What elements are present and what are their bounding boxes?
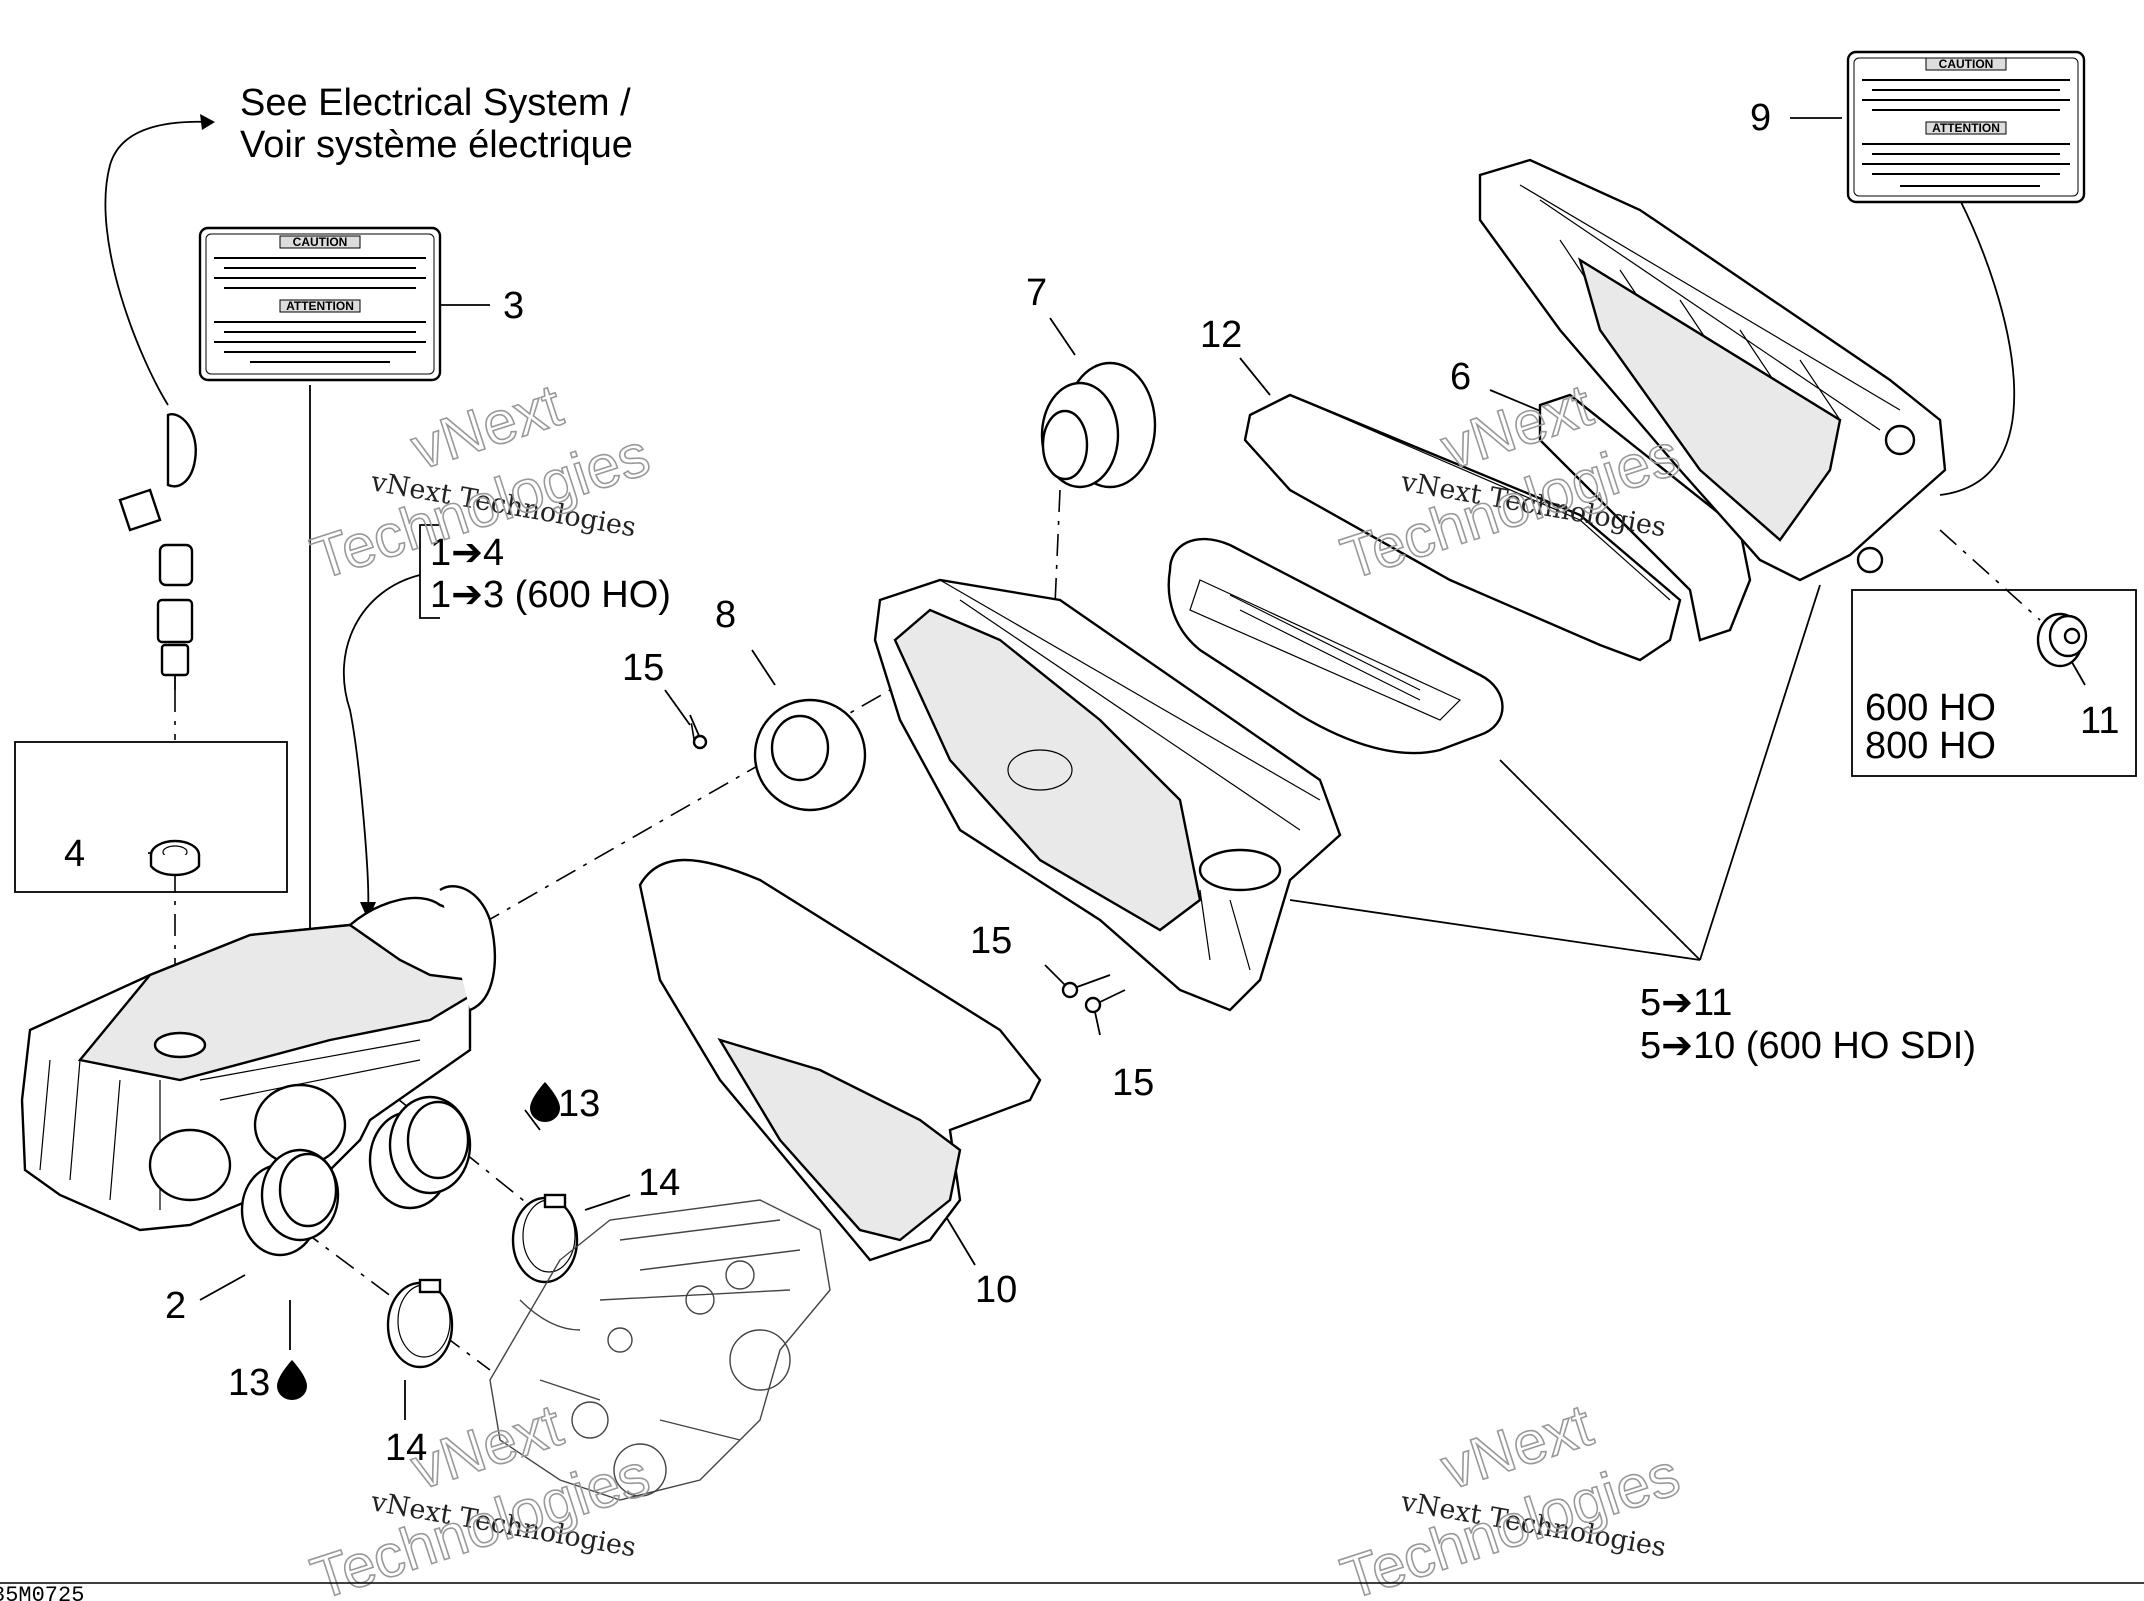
air-box-upper-housing <box>1478 158 1947 582</box>
callout-14-upper: 14 <box>638 1162 680 1204</box>
figure-code: 35M0725 <box>0 1583 84 1601</box>
electrical-note-line2: Voir système électrique <box>240 124 633 166</box>
caution-decal-9: CAUTION ATTENTION <box>1846 50 2086 204</box>
callout-7: 7 <box>1026 272 1047 314</box>
clamp-14-lower <box>386 1278 454 1369</box>
screw-15-lower-a <box>1061 974 1111 999</box>
caution-decal-3: CAUTION ATTENTION <box>198 226 442 382</box>
callout-1: 1➔4 <box>430 532 504 574</box>
oil-drop-icon <box>530 1082 560 1122</box>
callouts: 1➔4 1➔3 (600 HO) 2 3 4 6 7 8 9 10 11 12 … <box>64 97 2119 1469</box>
air-intake-silencer <box>20 885 496 1232</box>
screw-15-upper <box>689 714 708 750</box>
callout-6: 6 <box>1450 356 1471 398</box>
callout-4: 4 <box>64 833 85 875</box>
callout-12: 12 <box>1200 314 1242 356</box>
callout-15-upper: 15 <box>622 647 664 689</box>
caution-heading: CAUTION <box>293 235 348 249</box>
coupling-13 <box>368 1095 472 1210</box>
attention-heading-9: ATTENTION <box>1932 121 2000 135</box>
plug-11 <box>2036 612 2088 668</box>
callout-15-middle: 15 <box>970 920 1012 962</box>
sensor-assembly <box>118 413 197 690</box>
seal-ring-8 <box>753 698 867 812</box>
grommet-box <box>14 741 288 893</box>
clamp-14-upper <box>511 1193 579 1284</box>
model-600-ho: 600 HO <box>1865 687 1996 729</box>
callout-14-lower: 14 <box>385 1427 427 1469</box>
callout-13-upper: 13 <box>558 1083 600 1125</box>
grommet-part-4 <box>149 839 201 877</box>
range-5-11: 5➔11 <box>1640 982 1732 1024</box>
callout-3: 3 <box>503 285 524 327</box>
callout-8: 8 <box>715 594 736 636</box>
callout-2: 2 <box>165 1285 186 1327</box>
engine-block <box>489 1199 831 1501</box>
caution-heading-9: CAUTION <box>1939 57 1994 71</box>
attention-heading: ATTENTION <box>286 299 354 313</box>
lower-cover-10 <box>638 858 1042 1262</box>
assembly-lines <box>104 114 2086 1420</box>
filter-panel-12 <box>1243 393 1682 662</box>
air-box-lower-housing <box>873 578 1342 1012</box>
range-bracket <box>419 524 440 619</box>
range-5-10: 5➔10 (600 HO SDI) <box>1640 1025 1976 1067</box>
callout-15-lower: 15 <box>1112 1062 1154 1104</box>
model-variant-box <box>1851 589 2137 777</box>
callout-13-lower: 13 <box>228 1362 270 1404</box>
oil-drop-icon <box>277 1360 307 1400</box>
foam-strip-6 <box>1538 393 1752 642</box>
coupling-2 <box>240 1148 340 1257</box>
screw-15-lower-b <box>1084 989 1126 1014</box>
electrical-note-line1: See Electrical System / <box>240 82 631 124</box>
filter-tray <box>1167 537 1504 755</box>
callout-11: 11 <box>2080 700 2119 742</box>
notes: See Electrical System / Voir système éle… <box>240 82 1996 1067</box>
callout-10: 10 <box>975 1269 1017 1311</box>
intake-flange-7 <box>1040 361 1157 489</box>
model-800-ho: 800 HO <box>1865 725 1996 767</box>
callout-9: 9 <box>1750 97 1771 139</box>
callout-1b: 1➔3 (600 HO) <box>430 574 671 616</box>
